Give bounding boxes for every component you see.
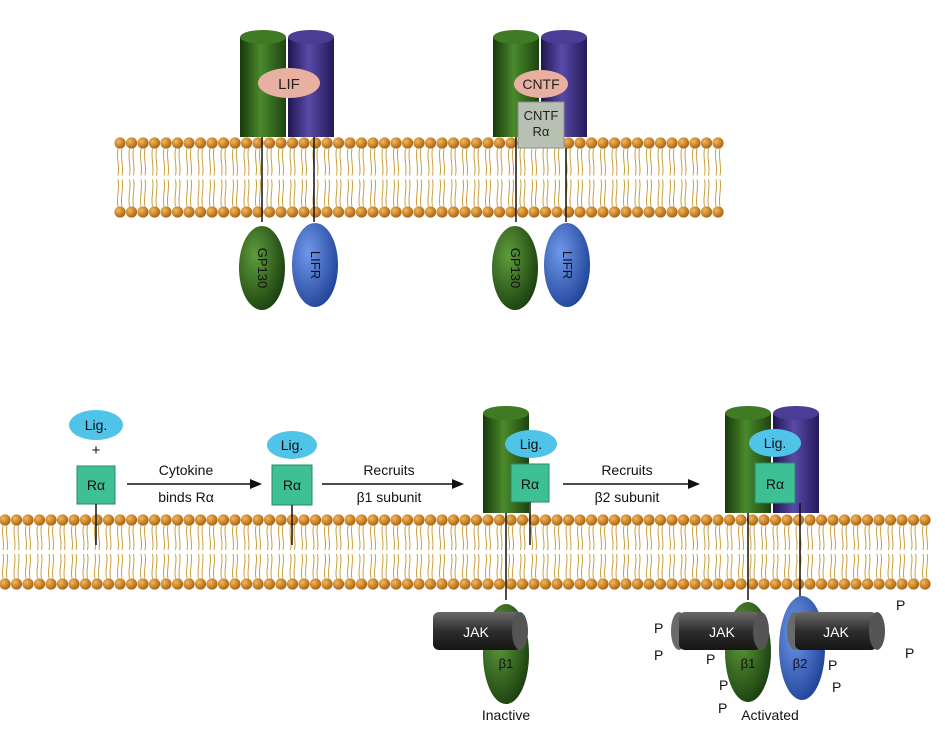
alpha-receptor: Rα bbox=[754, 462, 796, 504]
beta1-label: β1 bbox=[741, 656, 756, 671]
lif-ligand-label: LIF bbox=[278, 76, 300, 93]
lifr-label: LIFR bbox=[308, 251, 323, 279]
step3-inactive-complex: Rα Lig. β1 JAK Inactive bbox=[433, 406, 557, 723]
phosphate-label: P bbox=[706, 651, 715, 667]
ligand-label: Lig. bbox=[85, 417, 108, 433]
phosphate-label: P bbox=[654, 620, 663, 636]
phosphate-label: P bbox=[832, 679, 841, 695]
inactive-caption: Inactive bbox=[482, 707, 530, 723]
lifr-intracellular-domain: LIFR bbox=[292, 223, 338, 307]
arrow2-head bbox=[452, 479, 464, 489]
gp130-label: GP130 bbox=[508, 248, 523, 288]
phosphate-label: P bbox=[896, 597, 905, 613]
jak-right-label: JAK bbox=[823, 624, 849, 640]
ligand: Lig. bbox=[267, 431, 317, 459]
phosphate-label: P bbox=[718, 700, 727, 716]
arrow1-label-line1: Cytokine bbox=[159, 462, 214, 478]
jak-kinase-right: JAK bbox=[787, 612, 885, 650]
ligand-label: Lig. bbox=[520, 436, 543, 452]
jak-kinase: JAK bbox=[433, 612, 528, 650]
gp130-intracellular-domain: GP130 bbox=[492, 226, 538, 310]
alpha-receptor-label: Rα bbox=[283, 477, 301, 493]
lif-receptor-complex: LIF GP130 LIFR bbox=[239, 30, 338, 310]
lifr-intracellular-domain: LIFR bbox=[544, 223, 590, 307]
beta2-label: β2 bbox=[793, 656, 808, 671]
cntf-ligand-label: CNTF bbox=[522, 76, 559, 92]
arrow2-label-line2: β1 subunit bbox=[357, 489, 422, 505]
jak-label: JAK bbox=[463, 624, 489, 640]
phosphate-label: P bbox=[654, 647, 663, 663]
ligand: Lig. bbox=[749, 429, 801, 457]
arrow1-label-line2: binds Rα bbox=[158, 489, 214, 505]
cell-membrane-top bbox=[114, 137, 724, 218]
ligand: Lig. bbox=[69, 410, 123, 440]
cntf-receptor-complex: CNTF Rα CNTF GP130 LIFR bbox=[492, 30, 590, 310]
cntf-alpha-receptor-label-line1: CNTF bbox=[524, 108, 559, 123]
alpha-receptor: Rα bbox=[510, 463, 550, 503]
alpha-receptor-label: Rα bbox=[766, 476, 784, 492]
ligand-label: Lig. bbox=[281, 437, 304, 453]
beta1-label: β1 bbox=[499, 656, 514, 671]
arrow2-label-line1: Recruits bbox=[363, 462, 414, 478]
arrow3-label-line2: β2 subunit bbox=[595, 489, 660, 505]
arrow-recruits-beta1: Recruits β1 subunit bbox=[322, 462, 464, 505]
cell-membrane-bottom bbox=[0, 514, 931, 590]
arrow1-head bbox=[250, 479, 262, 489]
phosphate-label: P bbox=[905, 645, 914, 661]
alpha-receptor-label: Rα bbox=[87, 477, 105, 493]
alpha-receptor: Rα bbox=[271, 464, 313, 506]
cntf-alpha-receptor: CNTF Rα bbox=[517, 101, 565, 149]
plus-sign: + bbox=[92, 442, 101, 459]
activated-caption: Activated bbox=[741, 707, 799, 723]
jak-kinase-left: JAK bbox=[671, 612, 769, 650]
arrow3-label-line1: Recruits bbox=[601, 462, 652, 478]
ligand-label: Lig. bbox=[764, 435, 787, 451]
cntf-alpha-receptor-label-line2: Rα bbox=[533, 124, 550, 139]
arrow3-head bbox=[688, 479, 700, 489]
alpha-receptor: Rα bbox=[76, 465, 116, 505]
ligand: Lig. bbox=[505, 430, 557, 458]
cntf-ligand: CNTF bbox=[514, 70, 568, 98]
arrow-recruits-beta2: Recruits β2 subunit bbox=[563, 462, 700, 505]
arrow-cytokine-binds: Cytokine binds Rα bbox=[127, 462, 262, 505]
lifr-label: LIFR bbox=[560, 251, 575, 279]
lif-ligand: LIF bbox=[258, 68, 320, 98]
gp130-intracellular-domain: GP130 bbox=[239, 226, 285, 310]
phosphate-label: P bbox=[719, 677, 728, 693]
phosphate-label: P bbox=[828, 657, 837, 673]
gp130-label: GP130 bbox=[255, 248, 270, 288]
alpha-receptor-label: Rα bbox=[521, 476, 539, 492]
step2-ligand-bound-receptor: Rα Lig. bbox=[267, 431, 317, 545]
step1-free-ligand-and-receptor: Lig. + Rα bbox=[69, 410, 123, 545]
jak-left-label: JAK bbox=[709, 624, 735, 640]
